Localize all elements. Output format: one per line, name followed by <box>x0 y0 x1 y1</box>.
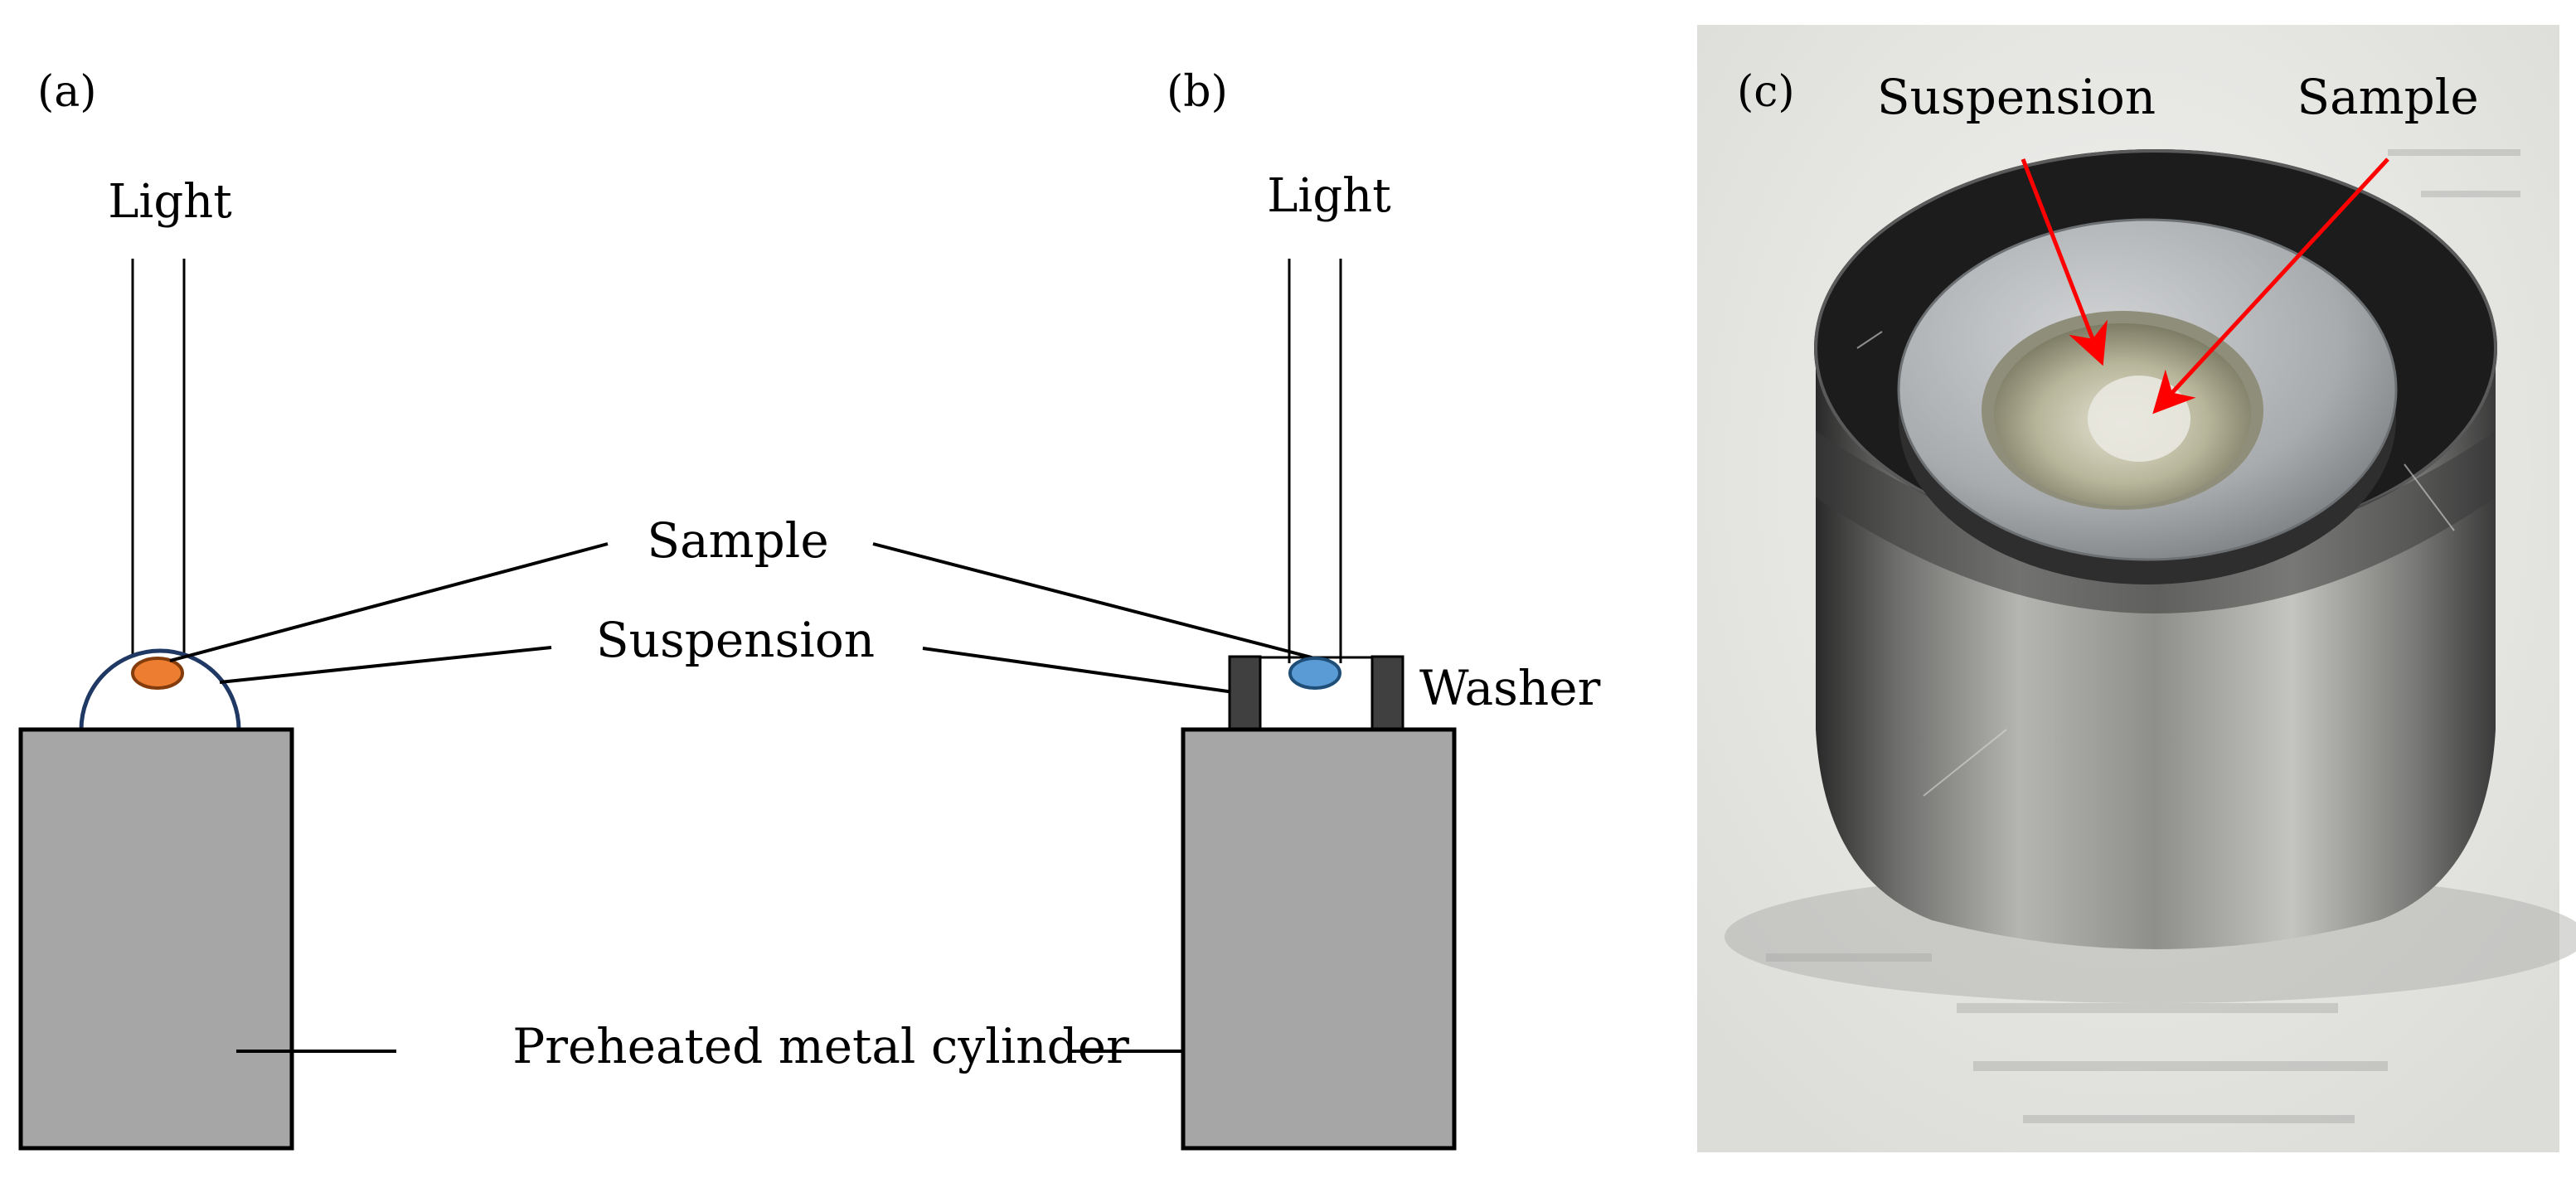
panel-c-suspension-arrow <box>2021 158 2108 366</box>
panel-b-washer-left <box>1228 655 1262 731</box>
panel-c-sample-arrow <box>2152 158 2389 415</box>
panel-b-sample <box>1288 657 1341 690</box>
panel-c-label: (c) <box>1737 67 1795 117</box>
panel-a-suspension-drop <box>79 648 241 730</box>
panel-c-suspension-label: Suspension <box>1877 69 2156 125</box>
sample-label: Sample <box>647 512 828 569</box>
panel-c-cylinder-band <box>1816 431 2496 613</box>
panel-b-light-label: Light <box>1267 169 1391 223</box>
panel-a-metal-cylinder <box>18 727 294 1151</box>
washer-label: Washer <box>1419 660 1601 716</box>
leader-sample-b <box>872 542 1312 659</box>
leader-sample-a <box>169 542 609 662</box>
panel-b-label: (b) <box>1167 67 1228 117</box>
shared-annotations: Sample Suspension Washer Preheated metal… <box>169 512 1601 1074</box>
panel-b-metal-cylinder <box>1181 727 1457 1151</box>
panel-b-washer-right <box>1370 655 1404 731</box>
leader-suspension-b <box>922 647 1235 694</box>
panel-a-sample <box>131 657 184 690</box>
panel-c-scratches <box>1856 331 2455 797</box>
panel-a-light-label: Light <box>108 175 232 229</box>
panel-a: (a) Light <box>18 67 294 1151</box>
cylinder-label: Preheated metal cylinder <box>512 1018 1129 1074</box>
suspension-label: Suspension <box>596 612 875 668</box>
panel-b: (b) Light <box>1167 67 1457 1151</box>
leader-suspension-a <box>219 646 552 684</box>
panel-c-sample-label: Sample <box>2297 69 2478 125</box>
panel-c: (c) Suspension Sample <box>1697 25 2576 1152</box>
panel-c-background-text-texture <box>1766 149 2520 1123</box>
panel-a-label: (a) <box>37 67 97 117</box>
